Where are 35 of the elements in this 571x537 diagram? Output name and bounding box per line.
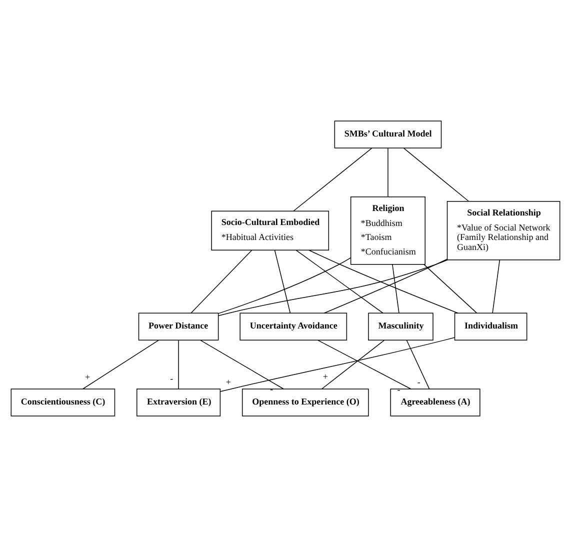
node-box: Social Relationship *Value of Social Network (Family Relationship and GuanXi) xyxy=(446,200,560,260)
node-box: Individualism xyxy=(454,312,528,341)
edge-label: - xyxy=(417,377,420,388)
connector xyxy=(218,260,448,316)
node-box: Extraversion (E) xyxy=(136,388,221,416)
node-box: Uncertainty Avoidance xyxy=(240,312,348,341)
connector xyxy=(424,264,478,314)
edge-label: + xyxy=(84,372,90,382)
edge-label: + xyxy=(322,372,328,382)
connector xyxy=(200,340,284,390)
connector xyxy=(403,148,469,202)
connector xyxy=(218,257,352,314)
connector xyxy=(308,250,458,314)
connector xyxy=(293,148,372,212)
connector xyxy=(296,250,384,314)
connector xyxy=(220,337,456,392)
connector xyxy=(492,260,500,314)
connector xyxy=(324,258,448,314)
node-box: Socio-Cultural Embodied *Habitual Activities xyxy=(211,210,330,250)
connector xyxy=(190,250,252,314)
connector xyxy=(178,340,179,390)
node-box: Conscientiousness (C) xyxy=(10,388,116,416)
node-box: Masculinity xyxy=(368,312,434,341)
connector xyxy=(82,340,160,390)
connector xyxy=(322,340,385,390)
connector xyxy=(274,250,291,314)
edge-label: - xyxy=(270,384,273,394)
connector xyxy=(392,264,400,314)
node-box: Power Distance xyxy=(138,312,219,341)
edge-label: - xyxy=(170,373,174,384)
node-box: Religion *Buddhism *Taoism *Confucianism xyxy=(350,196,426,265)
connector xyxy=(406,340,430,390)
connector xyxy=(317,340,412,390)
edge-label: + xyxy=(226,376,231,387)
node-box: SMBs’ Cultural Model xyxy=(334,120,442,148)
